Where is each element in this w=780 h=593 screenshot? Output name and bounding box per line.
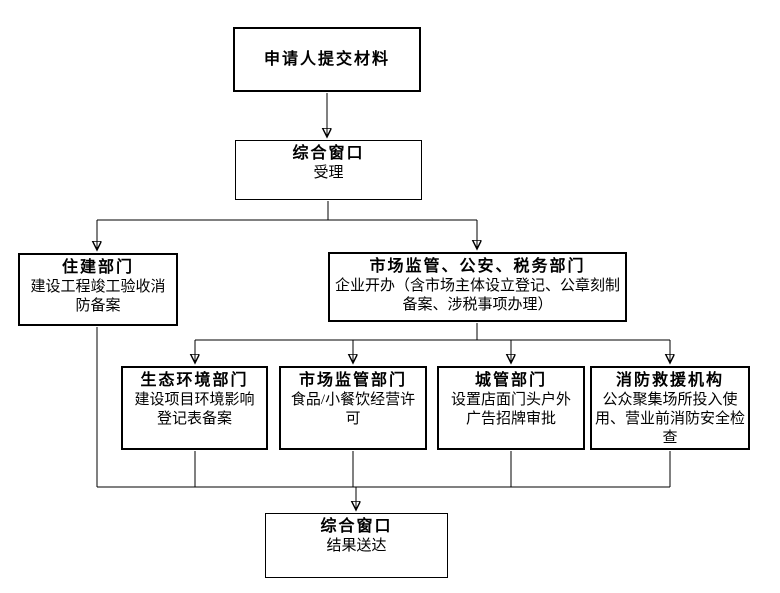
node-subtitle: 建设工程竣工验收消 防备案 xyxy=(30,279,166,314)
node-urban-management-dept: 城管部门 设置店面门头户外 广告招牌审批 xyxy=(437,366,585,450)
node-eco-environment-dept: 生态环境部门 建设项目环境影响 登记表备案 xyxy=(121,366,268,450)
node-subtitle: 企业开办（含市场主体设立登记、公章刻制 备案、涉税事项办理） xyxy=(334,278,620,313)
node-title: 消防救援机构 xyxy=(615,372,724,389)
node-subtitle: 设置店面门头户外 广告招牌审批 xyxy=(450,392,571,427)
node-subtitle: 建设项目环境影响 登记表备案 xyxy=(134,392,255,427)
node-title: 市场监管、公安、税务部门 xyxy=(369,258,586,275)
node-subtitle: 食品/小餐饮经营许 可 xyxy=(290,392,416,427)
node-window-accept: 综合窗口 受理 xyxy=(235,140,422,200)
node-subtitle: 结果送达 xyxy=(326,538,387,554)
node-title: 申请人提交材料 xyxy=(263,50,390,68)
node-fire-rescue-agency: 消防救援机构 公众聚集场所投入使 用、营业前消防安全检 查 xyxy=(590,366,750,450)
node-title: 综合窗口 xyxy=(292,145,365,162)
node-subtitle: 受理 xyxy=(313,165,344,181)
node-market-regulation-dept: 市场监管部门 食品/小餐饮经营许 可 xyxy=(279,366,427,450)
node-market-police-tax-dept: 市场监管、公安、税务部门 企业开办（含市场主体设立登记、公章刻制 备案、涉税事项… xyxy=(328,252,627,322)
node-subtitle: 公众聚集场所投入使 用、营业前消防安全检 查 xyxy=(594,392,745,446)
node-title: 城管部门 xyxy=(474,372,547,389)
node-applicant-submit: 申请人提交材料 xyxy=(233,27,421,92)
node-window-result: 综合窗口 结果送达 xyxy=(265,513,448,578)
node-title: 综合窗口 xyxy=(320,518,393,535)
node-title: 市场监管部门 xyxy=(298,372,407,389)
node-title: 住建部门 xyxy=(61,259,134,276)
node-title: 生态环境部门 xyxy=(140,372,249,389)
node-housing-dept: 住建部门 建设工程竣工验收消 防备案 xyxy=(18,253,178,326)
